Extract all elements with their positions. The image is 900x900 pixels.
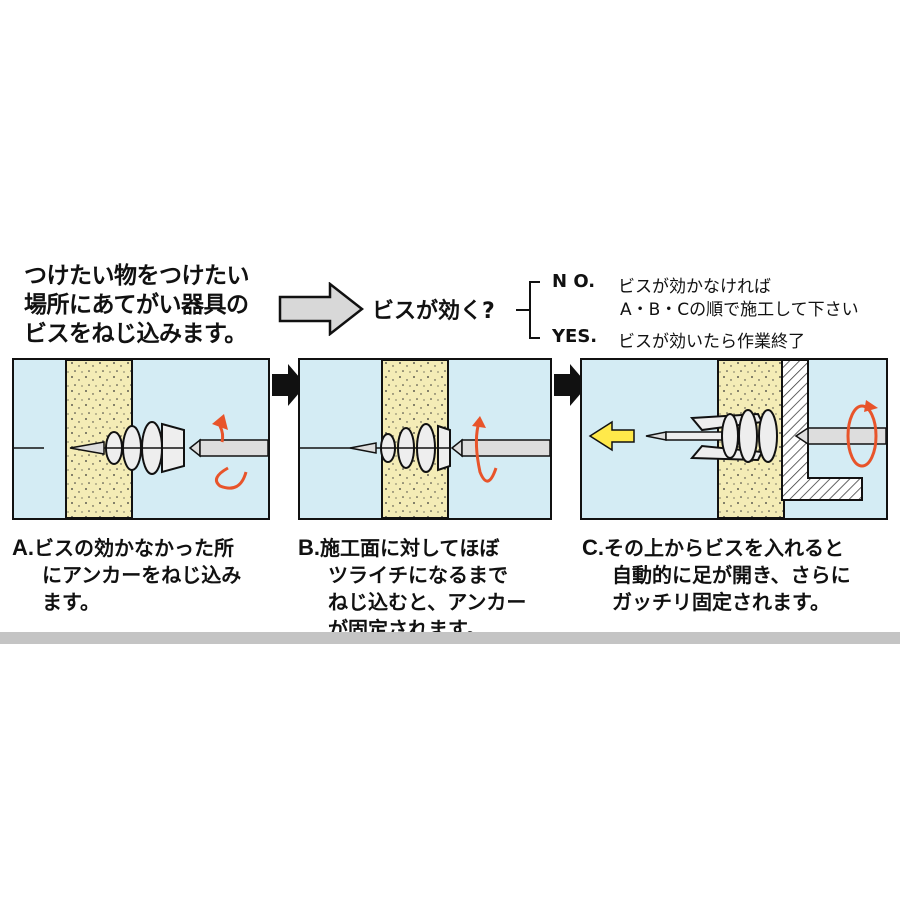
bottom-divider — [0, 632, 900, 644]
no-text-line: A・B・Cの順で施工して下さい — [620, 300, 859, 320]
intro-line: ビスをねじ込みます。 — [24, 321, 247, 347]
step-letter: B. — [298, 535, 320, 560]
step-b-caption: B.施工面に対してほぼ ツライチになるまで ねじ込むと、アンカー が固定されます… — [298, 534, 526, 643]
panel-b — [298, 358, 552, 520]
intro-line: 場所にあてがい器具の — [24, 292, 249, 318]
intro-line: つけたい物をつけたい — [24, 263, 250, 289]
question-text: ビスが効く? — [372, 299, 495, 324]
pull-arrow-icon — [588, 420, 635, 452]
right-arrow-icon — [554, 364, 588, 406]
caption-line: 施工面に対してほぼ — [320, 536, 500, 560]
rotation-arrow-icon — [474, 425, 498, 483]
anchor-open — [689, 409, 778, 463]
rotation-arrow-icon — [214, 466, 248, 490]
intro-text: つけたい物をつけたい 場所にあてがい器具の ビスをねじ込みます。 — [24, 262, 274, 349]
step-a-caption: A.ビスの効かなかった所 にアンカーをねじ込み ます。 — [12, 534, 241, 616]
caption-line: にアンカーをねじ込み — [42, 563, 242, 587]
step-b-illustration — [300, 360, 550, 518]
no-label: N O. — [552, 271, 596, 292]
caption-line: ガッチリ固定されます。 — [612, 590, 830, 614]
caption-line: 自動的に足が開き、さらに — [612, 563, 851, 587]
panel-a — [12, 358, 270, 520]
branch-bracket — [516, 281, 540, 339]
yes-label: YES. — [552, 326, 598, 347]
step-letter: A. — [12, 535, 34, 560]
right-arrow-icon — [278, 282, 364, 336]
caption-line: ます。 — [42, 590, 100, 614]
yes-text: ビスが効いたら作業終了 — [618, 332, 805, 352]
caption-line: その上からビスを入れると — [604, 536, 844, 560]
caption-line: ねじ込むと、アンカー — [328, 590, 527, 614]
right-arrow-icon — [272, 364, 306, 406]
rotation-arrow-icon — [846, 404, 878, 468]
no-text-line: ビスが効かなければ — [618, 277, 771, 297]
caption-line: ツライチになるまで — [328, 563, 508, 587]
step-a-illustration — [14, 360, 268, 518]
panel-c — [580, 358, 888, 520]
step-c-caption: C.その上からビスを入れると 自動的に足が開き、さらに ガッチリ固定されます。 — [582, 534, 851, 616]
caption-line: ビスの効かなかった所 — [34, 536, 234, 560]
step-letter: C. — [582, 535, 604, 560]
mounted-object — [781, 360, 863, 501]
step-c-illustration — [588, 360, 886, 518]
